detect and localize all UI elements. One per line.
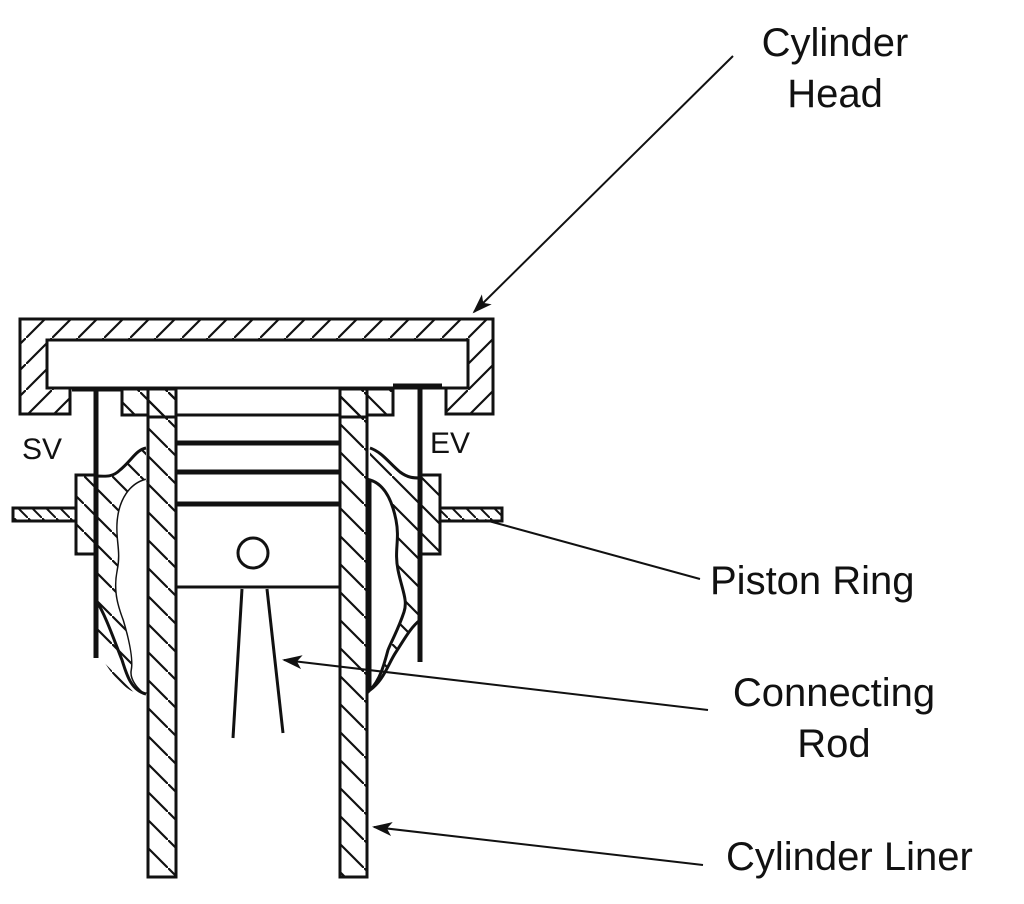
connecting-rod: [231, 588, 285, 739]
cylinder-liner-left: [146, 387, 178, 879]
cylinder-liner-arrow: [372, 822, 704, 866]
label-cylinder-head-line2: Head: [787, 72, 883, 116]
cylinder-head-arrow: [472, 55, 734, 314]
block-flange-left: [74, 473, 98, 556]
piston-ring-leader: [484, 519, 701, 580]
water-jacket-right: [368, 446, 421, 694]
label-sv: SV: [22, 433, 62, 466]
gudgeon-pin: [236, 536, 270, 570]
connecting-rod-arrow: [282, 655, 709, 711]
cylinder-liner-right: [338, 387, 369, 879]
block-flange-right: [418, 473, 442, 556]
label-cylinder-head-line1: Cylinder: [762, 21, 909, 65]
label-piston-ring: Piston Ring: [710, 559, 915, 603]
water-jacket-left: [94, 446, 147, 696]
label-cylinder-liner: Cylinder Liner: [726, 835, 973, 879]
cylinder-head: [18, 317, 495, 416]
plate-right: [438, 506, 504, 523]
plate-left: [11, 506, 78, 523]
label-connecting-rod-line1: Connecting: [733, 671, 935, 715]
piston: [174, 413, 342, 589]
label-ev: EV: [430, 427, 470, 460]
label-connecting-rod-line2: Rod: [797, 722, 870, 766]
